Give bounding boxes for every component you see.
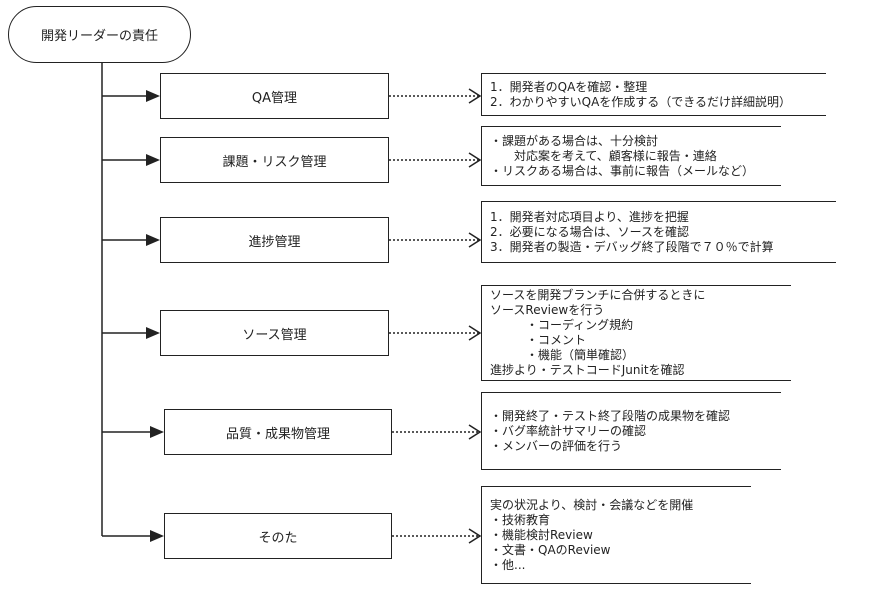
note-line: 実の状況より、検討・会議などを開催 — [490, 497, 694, 512]
note-line: ・メンバーの評価を行う — [490, 438, 623, 453]
note-arrowhead — [468, 325, 482, 341]
category-node-quality: 品質・成果物管理 — [164, 409, 392, 455]
category-node-qa: QA管理 — [160, 73, 389, 119]
category-label: ソース管理 — [242, 327, 307, 343]
note-arrowhead — [468, 424, 482, 440]
branch-arrowhead — [146, 327, 160, 339]
branch-arrowhead — [146, 154, 160, 166]
note-line: ・課題がある場合は、十分検討 — [490, 133, 659, 148]
note-line: 3．開発者の製造・デバッグ終了段階で７０％で計算 — [490, 239, 774, 254]
category-label: 品質・成果物管理 — [225, 426, 330, 442]
note-arrowhead — [468, 88, 482, 104]
note-line: ソースReviewを行う — [490, 303, 605, 317]
note-line: ・バグ率統計サマリーの確認 — [490, 423, 647, 438]
category-label: 進捗管理 — [248, 234, 301, 250]
note-line: 対応案を考えて、顧客様に報告・連絡 — [490, 148, 717, 163]
category-node-source: ソース管理 — [160, 310, 389, 356]
note-line: ・技術教育 — [490, 512, 551, 527]
category-node-other: そのた — [164, 513, 392, 559]
note-arrowhead — [468, 232, 482, 248]
category-label: そのた — [258, 530, 298, 546]
note-qa: 1．開発者のQAを確認・整理 2．わかりやすいQAを作成する（できるだけ詳細説明… — [481, 73, 826, 116]
note-issue-risk: ・課題がある場合は、十分検討 対応案を考えて、顧客様に報告・連絡 ・リスクある場… — [481, 126, 781, 186]
category-node-issue-risk: 課題・リスク管理 — [160, 137, 389, 183]
note-line: ・機能（簡単確認） — [490, 348, 635, 362]
note-arrowhead — [468, 152, 482, 168]
note-line: 1．開発者のQAを確認・整理 — [490, 79, 648, 94]
note-progress: 1．開発者対応項目より、進捗を把握 2．必要になる場合は、ソースを確認 3．開発… — [481, 201, 836, 263]
category-label: 課題・リスク管理 — [222, 154, 327, 170]
note-line: ・文書・QAのReview — [490, 542, 611, 557]
note-line: 2．必要になる場合は、ソースを確認 — [490, 224, 690, 239]
branch-arrowhead — [150, 530, 164, 542]
note-line: ・リスクある場合は、事前に報告（メールなど） — [490, 163, 755, 178]
note-line: ・コーディング規約 — [490, 318, 634, 332]
note-line: ソースを開発ブランチに合併するときに — [490, 288, 706, 302]
root-node: 開発リーダーの責任 — [8, 6, 191, 63]
note-line: 1．開発者対応項目より、進捗を把握 — [490, 209, 689, 224]
note-other: 実の状況より、検討・会議などを開催 ・技術教育 ・機能検討Review ・文書・… — [481, 486, 751, 584]
note-line: ・他... — [490, 557, 526, 572]
root-label: 開発リーダーの責任 — [40, 29, 158, 44]
note-line: 進捗より・テストコードJunitを確認 — [490, 363, 685, 377]
category-node-progress: 進捗管理 — [160, 217, 389, 263]
note-line: 2．わかりやすいQAを作成する（できるだけ詳細説明） — [490, 94, 792, 109]
branch-arrowhead — [146, 234, 160, 246]
note-source: ソースを開発ブランチに合併するときに ソースReviewを行う ・コーディング規… — [481, 285, 791, 381]
branch-arrowhead — [150, 426, 164, 438]
note-line: ・機能検討Review — [490, 527, 593, 542]
branch-arrowhead — [146, 90, 160, 102]
note-arrowhead — [468, 528, 482, 544]
note-quality: ・開発終了・テスト終了段階の成果物を確認 ・バグ率統計サマリーの確認 ・メンバー… — [481, 392, 781, 470]
note-line: ・開発終了・テスト終了段階の成果物を確認 — [490, 408, 731, 423]
category-label: QA管理 — [251, 90, 298, 106]
note-line: ・コメント — [490, 333, 587, 347]
